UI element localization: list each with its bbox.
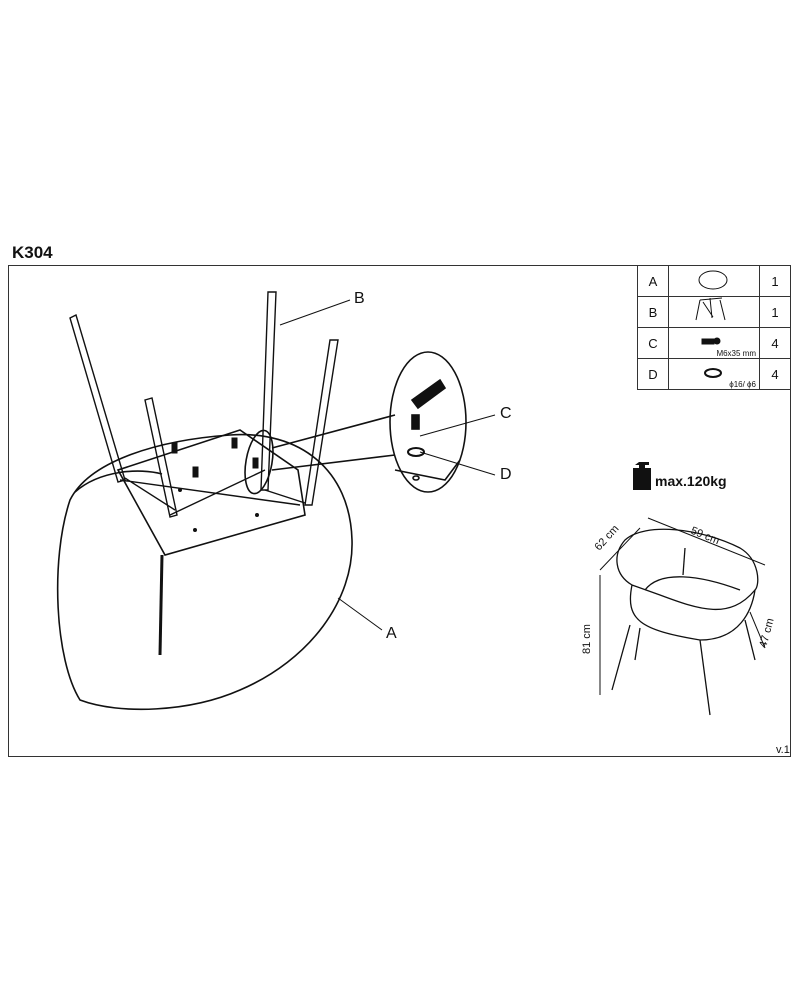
- callout-d: D: [500, 466, 512, 483]
- part-qty: 4: [759, 327, 791, 359]
- washer-size: ϕ16/ ϕ6: [729, 380, 756, 389]
- height-dimension: 81 cm: [580, 624, 593, 654]
- part-letter: D: [637, 358, 669, 390]
- parts-table: A 1 B 1 C M6x35 mm 4 D ϕ16/ ϕ6 4: [637, 265, 791, 390]
- part-row-b: B 1: [637, 296, 791, 328]
- chair-dimension-drawing: [599, 517, 766, 716]
- part-qty: 4: [759, 358, 791, 390]
- bolt-marks: [171, 437, 259, 532]
- part-qty: 1: [759, 265, 791, 297]
- model-title: K304: [12, 243, 53, 262]
- version-label: v.1: [776, 744, 790, 756]
- bolt-size: M6x35 mm: [716, 349, 756, 358]
- chair-legs-icon: [668, 296, 760, 328]
- part-row-c: C M6x35 mm 4: [637, 327, 791, 359]
- callout-a: A: [386, 625, 397, 642]
- part-row-d: D ϕ16/ ϕ6 4: [637, 358, 791, 390]
- bolt-icon: M6x35 mm: [668, 327, 760, 359]
- chair-seat-icon: [668, 265, 760, 297]
- callout-c: C: [500, 405, 512, 422]
- part-letter: C: [637, 327, 669, 359]
- detail-circle-small: [244, 429, 274, 495]
- diagram-frame: [8, 265, 791, 757]
- seat-shell: [56, 433, 353, 711]
- part-qty: 1: [759, 296, 791, 328]
- mounting-plate: [116, 429, 306, 556]
- part-row-a: A 1: [637, 265, 791, 297]
- detail-circle-large: [389, 351, 467, 493]
- part-letter: A: [637, 265, 669, 297]
- washer-icon: ϕ16/ ϕ6: [668, 358, 760, 390]
- callout-b: B: [354, 290, 365, 307]
- part-letter: B: [637, 296, 669, 328]
- max-load-label: max.120kg: [655, 473, 727, 489]
- leg-frame: [69, 291, 339, 518]
- weight-icon: [633, 462, 651, 490]
